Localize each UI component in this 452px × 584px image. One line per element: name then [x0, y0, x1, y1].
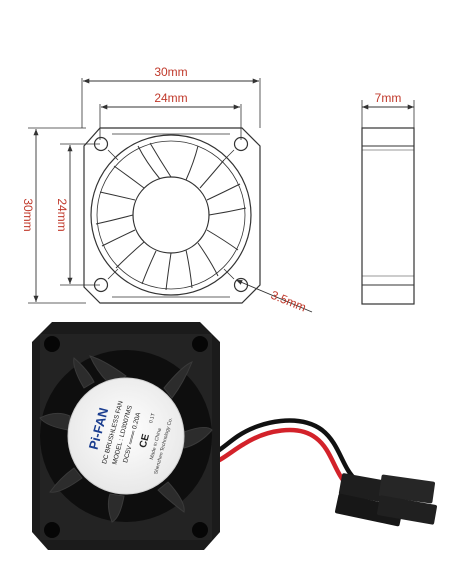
dimension-lines — [33, 78, 415, 313]
dim-hole-spacing-height: 24mm — [55, 198, 69, 231]
label-ce: CE — [138, 433, 152, 450]
connector-housing — [335, 473, 437, 527]
side-view-drawing — [361, 127, 415, 305]
mount-hole-bl — [93, 277, 109, 293]
fan-photo: Pi-FAN DC BRUSHLESS FAN MODEL : LD3007MS… — [32, 322, 437, 550]
dim-thickness: 7mm — [375, 91, 402, 105]
front-view-drawing — [28, 78, 261, 304]
fan-sticker — [67, 377, 185, 495]
dim-hole-diameter: 3.5mm — [269, 288, 308, 315]
dim-hole-spacing-width: 24mm — [154, 91, 187, 105]
label-lot: 0.1T — [148, 413, 156, 424]
dim-overall-height: 30mm — [21, 198, 35, 231]
fan-frame-outline — [83, 127, 261, 304]
fan-hub-outline — [132, 176, 210, 254]
mount-hole-tr — [233, 136, 249, 152]
dim-overall-width: 30mm — [154, 65, 187, 79]
mount-hole-tl — [93, 136, 109, 152]
